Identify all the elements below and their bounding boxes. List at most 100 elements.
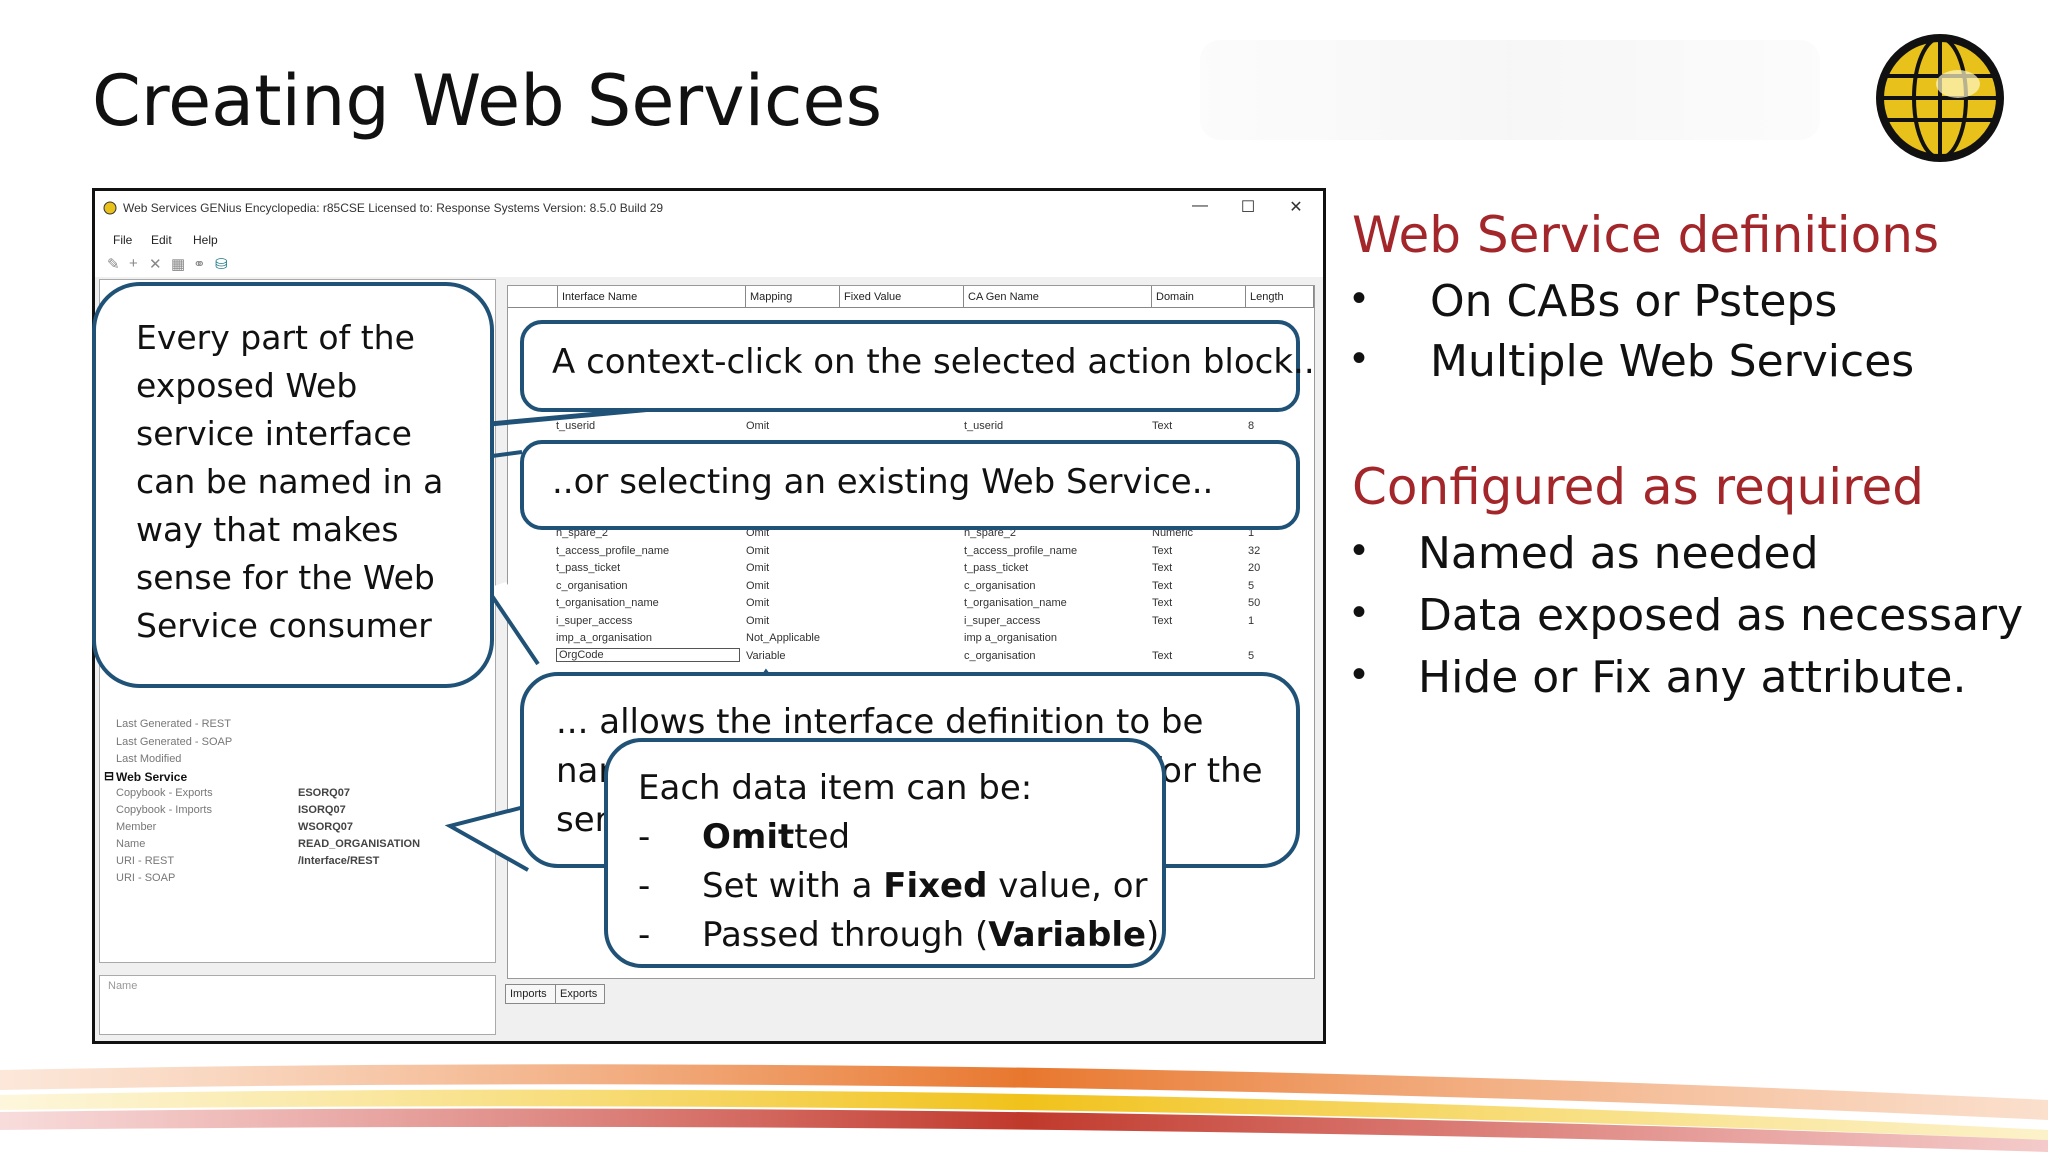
table-cell[interactable]: c_organisation [964, 650, 1036, 662]
minimize-button[interactable]: — [1192, 197, 1208, 214]
table-cell[interactable]: Omit [746, 580, 770, 592]
callout-line: ... allows the interface definition to b… [556, 702, 1204, 742]
grid-header[interactable]: CA Gen Name [964, 286, 1152, 308]
grid-header[interactable]: Domain [1152, 286, 1246, 308]
grid-header[interactable]: Interface Name [558, 286, 746, 308]
bullet-item: Multiple Web Services [1430, 336, 1915, 387]
callout-line: sense for the Web [136, 558, 435, 597]
table-cell[interactable]: n_spare_2 [556, 527, 608, 539]
table-cell[interactable]: imp a_organisation [964, 632, 1057, 644]
table-cell[interactable]: t_organisation_name [556, 597, 659, 609]
table-cell[interactable]: Not_Applicable [746, 632, 820, 644]
callout-context-click: A context-click on the selected action b… [520, 320, 1315, 412]
callout-select-existing: ..or selecting an existing Web Service.. [520, 440, 1300, 530]
table-cell[interactable]: c_organisation [556, 580, 628, 592]
callout-line: Every part of the [136, 318, 415, 357]
name-box-label: Name [108, 980, 138, 992]
tab-imports[interactable]: Imports [505, 984, 557, 1004]
bullet-item: Hide or Fix any attribute. [1418, 652, 1967, 703]
table-cell[interactable]: t_pass_ticket [556, 562, 621, 574]
table-cell[interactable]: Text [1152, 580, 1173, 592]
table-cell[interactable]: 32 [1248, 545, 1261, 557]
table-cell[interactable]: Text [1152, 650, 1173, 662]
table-cell[interactable]: 5 [1248, 580, 1255, 592]
prop-value[interactable]: READ_ORGANISATION [298, 838, 421, 850]
table-cell[interactable]: t_access_profile_name [556, 545, 670, 557]
table-cell[interactable]: Text [1152, 420, 1173, 432]
table-cell[interactable]: Omit [746, 527, 770, 539]
prop-label: Copybook - Imports [116, 804, 212, 816]
prop-label: URI - SOAP [116, 872, 176, 884]
callout-line: service interface [136, 414, 412, 453]
table-cell[interactable]: Omit [746, 597, 770, 609]
bullet-dot: • [1352, 590, 1367, 634]
close-button[interactable]: ✕ [1289, 199, 1303, 216]
table-cell[interactable]: i_super_access [964, 615, 1041, 627]
binoculars-icon[interactable]: ⚭ [193, 256, 206, 273]
table-cell[interactable]: Text [1152, 615, 1173, 627]
window-titlebar: Web Services GENius Encyclopedia: r85CSE… [95, 191, 1323, 227]
table-cell[interactable]: Omit [746, 545, 770, 557]
collapse-section-icon[interactable]: ⊟ [104, 769, 115, 783]
table-cell[interactable]: 50 [1248, 597, 1261, 609]
callout-line: way that makes [136, 510, 399, 549]
table-cell[interactable]: t_pass_ticket [964, 562, 1029, 574]
table-cell[interactable]: c_organisation [964, 580, 1036, 592]
table-cell[interactable]: imp_a_organisation [556, 632, 653, 644]
prop-value[interactable]: ESORQ07 [298, 787, 350, 799]
table-cell[interactable]: i_super_access [556, 615, 633, 627]
menu-file[interactable]: File [113, 233, 133, 247]
table-cell[interactable]: 5 [1248, 650, 1255, 662]
table-cell[interactable]: t_organisation_name [964, 597, 1067, 609]
grid-icon[interactable]: ▦ [171, 256, 186, 273]
option-variable: -Passed through (Variable) [638, 915, 1160, 955]
prop-value[interactable]: WSORQ07 [298, 821, 354, 833]
bullet-item: Data exposed as necessary [1418, 590, 2024, 641]
prop-label: Last Generated - SOAP [116, 736, 233, 748]
grid-header[interactable]: Length [1246, 286, 1314, 308]
bullet-dot: • [1352, 336, 1367, 380]
table-cell[interactable]: OrgCode [556, 648, 740, 662]
slide-title: Creating Web Services [92, 60, 883, 142]
menu-edit[interactable]: Edit [151, 233, 172, 247]
toolbar: ✎ + ✕ ▦ ⚭ ⛁ [95, 253, 1323, 277]
prop-value[interactable]: /Interface/REST [298, 855, 380, 867]
table-cell[interactable]: n_spare_2 [964, 527, 1016, 539]
menu-help[interactable]: Help [193, 233, 218, 247]
table-cell[interactable]: 8 [1248, 420, 1255, 432]
table-cell[interactable]: Text [1152, 545, 1173, 557]
section-web-service: Web Service [116, 770, 188, 784]
bullet-item: Named as needed [1418, 528, 1819, 579]
prop-label: URI - REST [116, 855, 175, 867]
table-cell[interactable]: Omit [746, 615, 770, 627]
tab-exports[interactable]: Exports [555, 984, 605, 1004]
table-cell[interactable]: t_userid [964, 420, 1004, 432]
table-cell[interactable]: Omit [746, 562, 770, 574]
table-cell[interactable]: t_userid [556, 420, 596, 432]
table-cell[interactable]: Omit [746, 420, 770, 432]
table-cell[interactable]: Variable [746, 650, 786, 662]
pencil-icon[interactable]: ✎ [107, 256, 120, 273]
table-cell[interactable]: Text [1152, 562, 1173, 574]
name-description-box: Name [99, 975, 496, 1035]
table-cell[interactable]: t_access_profile_name [964, 545, 1078, 557]
database-icon[interactable]: ⛁ [215, 256, 228, 273]
bullet-dot: • [1352, 652, 1367, 696]
table-cell[interactable]: 1 [1248, 615, 1255, 627]
grid-header[interactable]: Fixed Value [840, 286, 964, 308]
callout-interface-naming: Every part of the exposed Web service in… [92, 282, 494, 688]
heading-web-service-definitions: Web Service definitions [1352, 206, 1939, 264]
footer-swoosh [0, 1064, 2048, 1152]
grid-header[interactable]: Mapping [746, 286, 840, 308]
callout-line: exposed Web [136, 366, 358, 405]
prop-value[interactable]: ISORQ07 [298, 804, 346, 816]
window-title: Web Services GENius Encyclopedia: r85CSE… [123, 201, 664, 215]
prop-label: Last Modified [116, 753, 182, 765]
plus-icon[interactable]: + [129, 255, 138, 272]
cross-icon[interactable]: ✕ [149, 256, 162, 273]
maximize-button[interactable]: ☐ [1240, 199, 1256, 216]
table-cell[interactable]: Text [1152, 597, 1173, 609]
table-cell[interactable]: 1 [1248, 527, 1255, 539]
table-cell[interactable]: Numeric [1152, 527, 1193, 539]
table-cell[interactable]: 20 [1248, 562, 1261, 574]
